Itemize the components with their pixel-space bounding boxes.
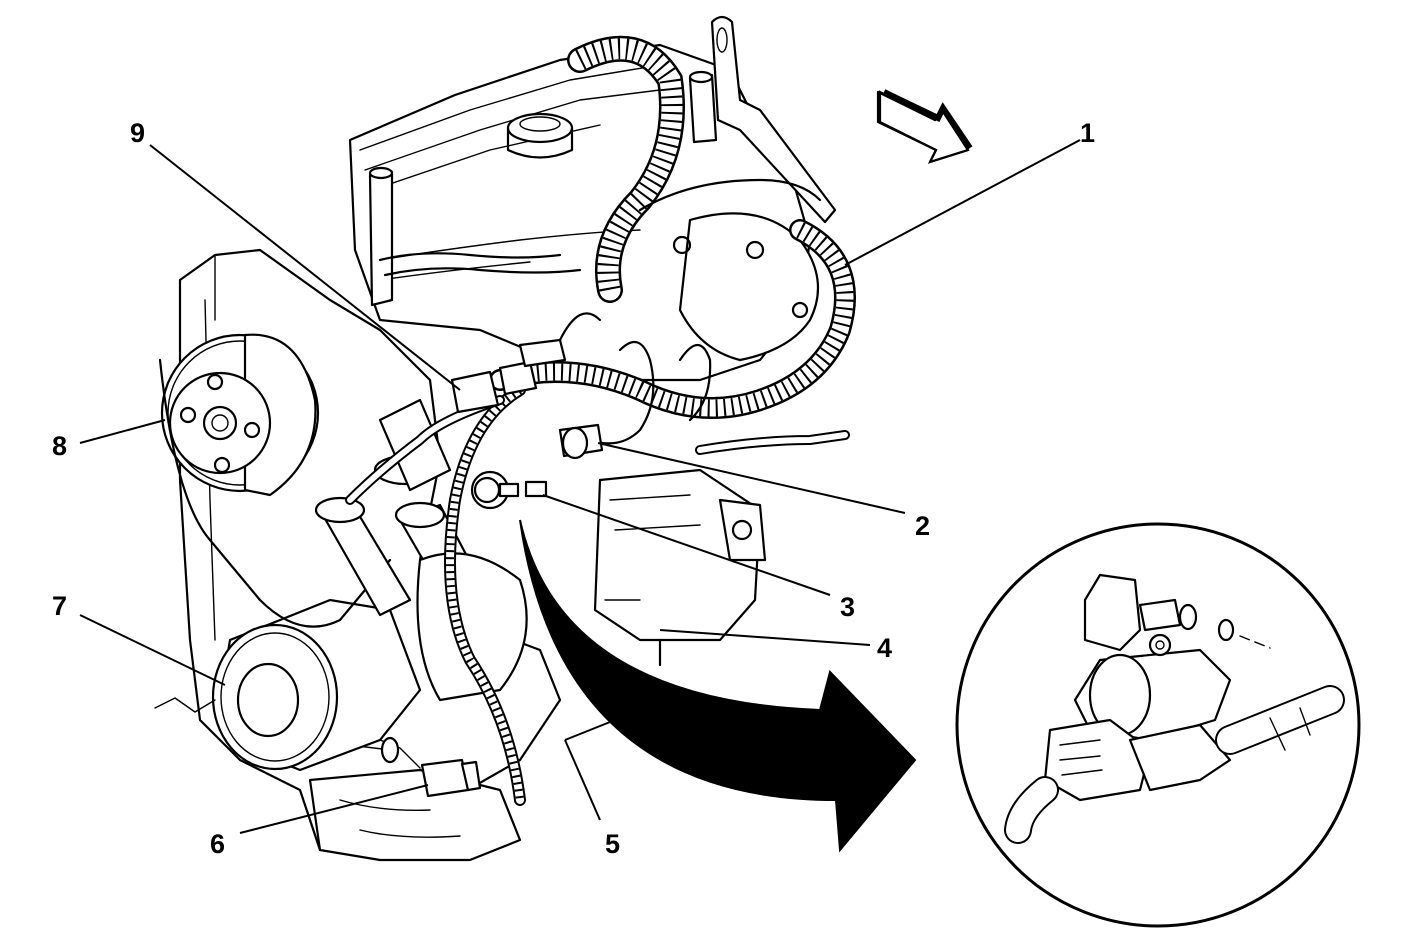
wiring-harness	[345, 35, 856, 806]
callout-3: 3	[840, 592, 855, 622]
leader-7	[79, 614, 226, 686]
leader-5b	[564, 721, 611, 741]
callout-8: 8	[52, 431, 67, 461]
detail-inset	[955, 522, 1361, 928]
leader-1	[844, 139, 1081, 266]
detail-arrow-icon	[519, 519, 917, 853]
crankshaft-pulley	[154, 358, 422, 772]
leader-2	[597, 442, 906, 514]
water-pump-pulley	[160, 333, 320, 497]
callout-9: 9	[130, 118, 145, 148]
leader-4	[659, 629, 871, 646]
direction-arrow-icon	[876, 89, 973, 164]
callout-4: 4	[877, 633, 892, 663]
callout-1: 1	[1080, 118, 1095, 148]
leader-9	[149, 144, 461, 391]
sensor-connectors	[379, 338, 604, 798]
callout-6: 6	[210, 829, 225, 859]
leader-6	[239, 784, 429, 834]
callout-2: 2	[915, 511, 930, 541]
leader-8	[79, 419, 166, 444]
callout-5: 5	[605, 829, 620, 859]
engine-block	[348, 15, 837, 382]
callout-labels: 1 2 3 4 5 6 7 8 9	[52, 118, 1095, 859]
callout-7: 7	[52, 591, 67, 621]
starter-motor	[593, 468, 767, 667]
leader-lines	[79, 139, 1081, 834]
leader-3	[542, 494, 831, 596]
leader-5	[564, 739, 601, 821]
